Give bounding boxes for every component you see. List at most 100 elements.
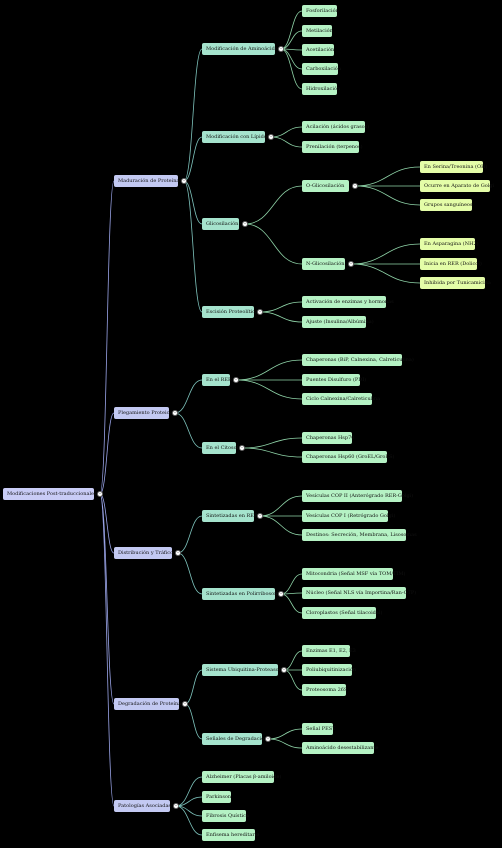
node-enzimas-e1-e2-e3[interactable]: Enzimas E1, E2, E3 (302, 645, 356, 657)
collapse-toggle-icon[interactable]: – (257, 513, 263, 519)
node-poliubiquitinizacion[interactable]: Poliubiquitinización (302, 664, 356, 676)
collapse-toggle-icon[interactable]: – (265, 736, 271, 742)
connector-line (183, 180, 203, 313)
node-en-el-citosol[interactable]: En el Citosol (202, 442, 238, 454)
node-degradacion-de-proteinas[interactable]: Degradación de Proteínas (114, 698, 184, 710)
connector-line (241, 437, 303, 449)
connector-line (174, 379, 203, 414)
node-vesiculas-cop-i-retrogrado-golgi[interactable]: Vesículas COP I (Retrógrado Golgi) (302, 510, 395, 522)
node-hidroxilacion[interactable]: Hidroxilación (302, 83, 340, 95)
node-ciclo-calnexina-calreticulina[interactable]: Ciclo Calnexina/Calreticulina (302, 393, 380, 405)
node-acetilacion[interactable]: Acetilación (302, 44, 334, 56)
connector-line (183, 180, 203, 225)
collapse-toggle-icon[interactable]: – (257, 309, 263, 315)
connector-line (350, 243, 421, 265)
node-en-serina-treonina-oh[interactable]: En Serina/Treonina (OH) (420, 161, 487, 173)
connector-line (99, 493, 115, 705)
node-escision-proteolitica[interactable]: Escisión Proteolítica (202, 306, 258, 318)
node-o-glicosilacion[interactable]: O-Glicosilación (302, 180, 349, 192)
node-acilacion-acidos-grasos[interactable]: Acilación (ácidos grasos) (302, 121, 369, 133)
connector-line (354, 185, 421, 206)
node-cloroplastos-senal-tilacoidal[interactable]: Cloroplastos (Señal tilacoidal) (302, 607, 382, 619)
collapse-toggle-icon[interactable]: – (268, 134, 274, 140)
connector-line (235, 379, 303, 400)
node-fosforilacion[interactable]: Fosforilación (302, 5, 339, 17)
connector-line (283, 650, 303, 671)
node-prenilacion-terpenos[interactable]: Prenilación (terpenos) (302, 141, 363, 153)
node-en-el-rer[interactable]: En el RER (202, 374, 232, 386)
connector-line (259, 515, 303, 536)
node-chaperonas-hsp70[interactable]: Chaperonas Hsp70 (302, 432, 354, 444)
connector-line (280, 48, 303, 70)
collapse-toggle-icon[interactable]: – (352, 183, 358, 189)
node-chaperonas-hsp60-groel-groes[interactable]: Chaperonas Hsp60 (GroEL/GroES) (302, 451, 394, 463)
connector-line (177, 515, 203, 554)
collapse-toggle-icon[interactable]: – (181, 178, 187, 184)
connector-line (270, 126, 303, 138)
node-inicia-en-rer-dolicol[interactable]: Inicia en RER (Dolicol) (420, 258, 482, 270)
node-sistema-ubiquitina-proteasoma[interactable]: Sistema Ubiquitina-Proteasoma (202, 664, 286, 676)
connector-line (184, 703, 203, 740)
node-carboxilacion[interactable]: Carboxilación (302, 63, 341, 75)
node-destinos-secrecion-membrana-lisosomas[interactable]: Destinos: Secreción, Membrana, Lisosomas (302, 529, 417, 541)
node-mitocondria-senal-msf-via-tom-tim[interactable]: Mitocondria (Señal MSF vía TOM/TIM) (302, 568, 405, 580)
node-ocurre-en-aparato-de-golgi[interactable]: Ocurre en Aparato de Golgi (420, 180, 494, 192)
node-proteosoma-26s[interactable]: Proteosoma 26S (302, 684, 347, 696)
connector-line (175, 805, 203, 817)
collapse-toggle-icon[interactable]: – (97, 491, 103, 497)
node-inhibida-por-tunicamicina[interactable]: Inhibida por Tunicamicina (420, 277, 491, 289)
node-chaperonas-bip-calnexina-calreticulina[interactable]: Chaperonas (BiP, Calnexina, Calreticulin… (302, 354, 414, 366)
collapse-toggle-icon[interactable]: – (278, 46, 284, 52)
collapse-toggle-icon[interactable]: – (278, 591, 284, 597)
node-activacion-de-enzimas-y-hormonas[interactable]: Activación de enzimas y hormonas (302, 296, 394, 308)
collapse-toggle-icon[interactable]: – (239, 445, 245, 451)
connector-line (175, 805, 203, 836)
node-senales-de-degradacion[interactable]: Señales de Degradación (202, 733, 267, 745)
node-fibrosis-quistica[interactable]: Fibrosis Quística (202, 810, 249, 822)
connector-line (267, 728, 303, 740)
collapse-toggle-icon[interactable]: – (281, 667, 287, 673)
node-nucleo-senal-nls-via-importina-ran-gtp[interactable]: Núcleo (Señal NLS vía Importina/Ran-GTP) (302, 587, 416, 599)
connector-line (259, 495, 303, 517)
node-puentes-disulfuro-pdi[interactable]: Puentes Disulfuro (PDI) (302, 374, 366, 386)
connector-line (184, 669, 203, 705)
collapse-toggle-icon[interactable]: – (348, 261, 354, 267)
connector-line (177, 552, 203, 595)
node-modificaciones-post-traduccionales[interactable]: Modificaciones Post-traduccionales (3, 488, 97, 500)
node-n-glicosilacion[interactable]: N-Glicosilación (302, 258, 345, 270)
connector-line (99, 493, 115, 807)
connector-line (350, 263, 421, 284)
connector-line (283, 669, 303, 691)
connector-line (354, 166, 421, 187)
node-ajuste-insulina-albumina[interactable]: Ajuste (Insulina/Albúmina) (302, 316, 374, 328)
node-alzheimer-placas-amiloide[interactable]: Alzheimer (Placas β-amiloide) (202, 771, 281, 783)
collapse-toggle-icon[interactable]: – (233, 377, 239, 383)
node-en-asparagina-nh2[interactable]: En Asparagina (NH2) (420, 238, 479, 250)
node-glicosilacion[interactable]: Glicosilación (202, 218, 239, 230)
collapse-toggle-icon[interactable]: – (242, 221, 248, 227)
node-parkinson[interactable]: Parkinson (202, 791, 231, 803)
node-vesiculas-cop-ii-anterogrado-rer-golgi[interactable]: Vesículas COP II (Anterógrado RER-Golgi) (302, 490, 413, 502)
node-sintetizadas-en-rer[interactable]: Sintetizadas en RER (202, 510, 258, 522)
collapse-toggle-icon[interactable]: – (172, 410, 178, 416)
collapse-toggle-icon[interactable]: – (175, 550, 181, 556)
connector-line (267, 738, 303, 749)
node-metilacion[interactable]: Metilación (302, 25, 333, 37)
node-sintetizadas-en-polirribosomas[interactable]: Sintetizadas en Polirribosomas (202, 588, 284, 600)
node-enfisema-hereditario[interactable]: Enfisema hereditario (202, 829, 259, 841)
node-modificacion-de-aminoacidos[interactable]: Modificación de Aminoácidos (202, 43, 280, 55)
connector-line (259, 301, 303, 313)
node-distribucion-y-trafico[interactable]: Distribución y Tráfico (114, 547, 173, 559)
collapse-toggle-icon[interactable]: – (173, 803, 179, 809)
connector-line (174, 412, 203, 449)
connector-line (183, 48, 203, 182)
node-senal-pest[interactable]: Señal PEST (302, 723, 336, 735)
collapse-toggle-icon[interactable]: – (182, 701, 188, 707)
node-maduracion-de-proteinas[interactable]: Maduración de Proteínas (114, 175, 182, 187)
node-patologias-asociadas[interactable]: Patologías Asociadas (114, 800, 171, 812)
node-aminoacido-desestabilizante[interactable]: Aminoácido desestabilizante (302, 742, 378, 754)
node-grupos-sanguineos[interactable]: Grupos sanguíneos (420, 199, 473, 211)
node-plegamiento-proteico[interactable]: Plegamiento Proteico (114, 407, 172, 419)
node-modificacion-con-lipidos[interactable]: Modificación con Lípidos (202, 131, 269, 143)
